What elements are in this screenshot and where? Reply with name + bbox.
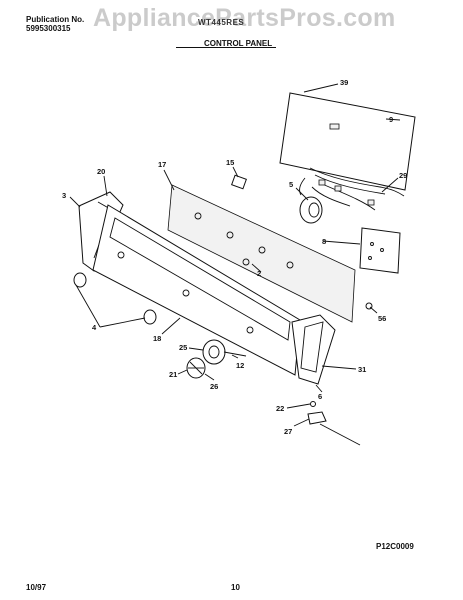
callout-22: 22 — [276, 404, 284, 413]
section-title-rule — [176, 47, 276, 48]
callout-27: 27 — [284, 427, 292, 436]
footer-date: 10/97 — [26, 583, 47, 592]
callout-25: 25 — [179, 343, 187, 352]
callout-18: 18 — [153, 334, 161, 343]
publication-label: Publication No. — [26, 15, 85, 24]
callout-3: 3 — [62, 191, 66, 200]
part-22-screw — [310, 401, 316, 407]
callout-2: 2 — [257, 269, 261, 278]
part-15-switch — [231, 174, 247, 190]
callout-56: 56 — [378, 314, 386, 323]
callout-29: 29 — [399, 171, 407, 180]
part-18-console — [92, 204, 301, 376]
part-27-bracket — [307, 411, 361, 446]
leader-lines — [69, 83, 401, 427]
part-9-cover — [279, 92, 416, 191]
part-21-timer-knob — [186, 357, 206, 379]
callout-21: 21 — [169, 370, 177, 379]
part-17-back-plate — [167, 184, 356, 323]
model-number: WT445RES — [198, 18, 245, 27]
diagram-code: P12C0009 — [376, 542, 414, 551]
callout-5: 5 — [289, 180, 293, 189]
part-4-knobs — [73, 272, 157, 325]
callout-8: 8 — [322, 237, 326, 246]
callout-6: 6 — [318, 392, 322, 401]
callout-15: 15 — [226, 158, 234, 167]
section-title: CONTROL PANEL — [204, 39, 273, 48]
publication-number: 5995300315 — [26, 24, 71, 33]
callout-17: 17 — [158, 160, 166, 169]
callout-39: 39 — [340, 78, 348, 87]
callout-12: 12 — [236, 361, 244, 370]
callout-20: 20 — [97, 167, 105, 176]
part-8-module — [359, 227, 401, 274]
part-29-wire-harness — [299, 167, 405, 211]
callout-4: 4 — [92, 323, 97, 332]
callout-26: 26 — [210, 382, 218, 391]
callout-31: 31 — [358, 365, 366, 374]
part-5-timer — [299, 196, 323, 224]
callout-9: 9 — [389, 115, 393, 124]
part-31-right-end-cap — [291, 314, 336, 385]
watermark: AppliancePartsPros.com — [93, 4, 396, 32]
page-number: 10 — [231, 583, 240, 592]
part-12-shaft — [223, 351, 247, 357]
part-25-dial-skirt — [202, 339, 226, 365]
